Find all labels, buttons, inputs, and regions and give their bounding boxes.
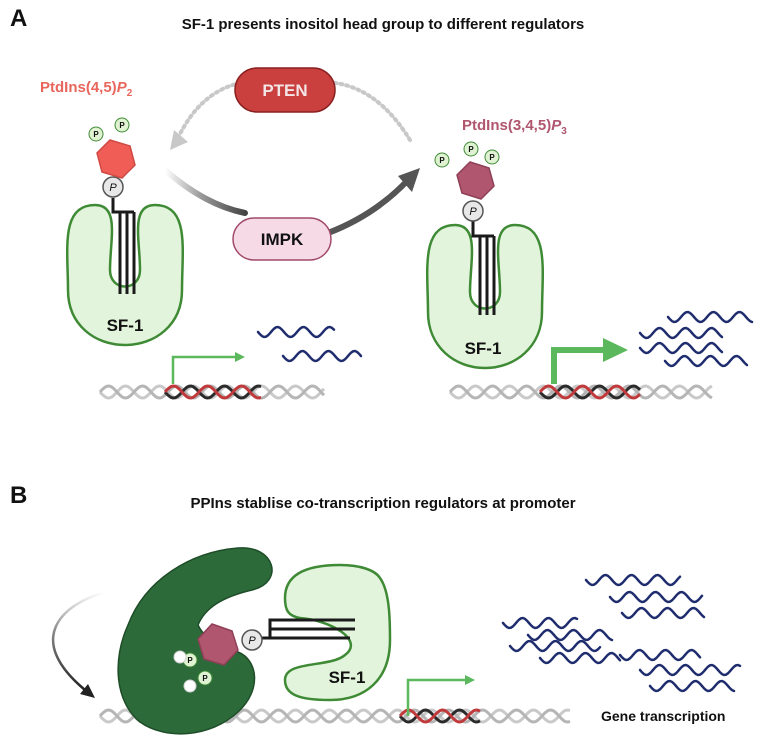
rna-wave-icon <box>501 616 579 630</box>
sf1-protein-left: SF-1 <box>65 203 185 347</box>
rna-wave-icon <box>618 648 702 662</box>
rna-wave-icon <box>256 325 336 339</box>
rna-wave-icon <box>538 651 622 665</box>
phosphate-label: P <box>248 635 256 647</box>
impk-arrow <box>162 167 420 236</box>
sf1-label-right: SF-1 <box>465 339 502 358</box>
pip3-lipid: P P P P <box>434 141 500 315</box>
inositol-head-icon <box>96 139 136 179</box>
panel-a-title: SF-1 presents inositol head group to dif… <box>182 16 585 33</box>
sf1-protein-bottom: SF-1 <box>283 563 392 702</box>
pip2-lipid: P P P <box>88 117 136 294</box>
phosphate-label: P <box>489 153 495 162</box>
rna-wave-icon <box>608 590 704 604</box>
phosphate-label: P <box>187 656 193 665</box>
recruitment-arrow <box>51 590 106 698</box>
dna-helix-right <box>448 384 713 400</box>
rna-wave-icon <box>584 573 682 587</box>
rna-wave-icon <box>638 326 724 340</box>
phosphate-label: P <box>119 121 125 130</box>
gene-transcription-label: Gene transcription <box>601 708 725 724</box>
rna-wave-icon <box>620 606 706 620</box>
rna-wave-icon <box>638 341 724 355</box>
rna-wave-icon <box>648 679 736 693</box>
dna-promoter-strand <box>163 384 262 400</box>
inositol-head-icon <box>197 623 239 666</box>
phosphate-label: P <box>93 130 99 139</box>
phosphate-label: P <box>202 674 208 683</box>
transcription-arrow-left <box>171 352 245 384</box>
dna-promoter-strand <box>538 384 642 400</box>
impk-enzyme: IMPK <box>232 217 332 261</box>
sf1-label-bottom: SF-1 <box>329 668 366 687</box>
rna-wave-icon <box>663 354 749 368</box>
phosphate-label: P <box>439 156 445 165</box>
pten-label: PTEN <box>262 81 307 100</box>
phosphate-label: P <box>109 182 117 194</box>
transcription-arrow-bottom <box>406 675 475 716</box>
rna-transcripts <box>256 310 754 693</box>
rna-wave-icon <box>508 639 602 653</box>
transcription-arrow-right <box>551 338 628 384</box>
sf1-protein-right: SF-1 <box>425 223 545 370</box>
rna-wave-icon <box>526 628 614 642</box>
impk-label: IMPK <box>261 230 304 249</box>
inositol-head-icon <box>456 161 495 200</box>
sf1-label-left: SF-1 <box>107 316 144 335</box>
rna-wave-icon <box>666 310 754 324</box>
pip3-label: PtdIns(3,4,5)P3 <box>462 117 567 137</box>
pip2-label: PtdIns(4,5)P2 <box>40 79 133 99</box>
phosphate-label: P <box>468 145 474 154</box>
dna-promoter-strand <box>398 708 481 724</box>
panel-b-title: PPIns stablise co-transcription regulato… <box>190 495 575 512</box>
panel-a-label: A <box>10 5 27 32</box>
co-regulator-protein <box>117 547 273 735</box>
pip3-lipid-bottom: P P P <box>173 618 355 693</box>
phosphate-label: P <box>469 206 477 218</box>
pten-enzyme: PTEN <box>234 67 336 113</box>
panel-b-label: B <box>10 482 27 509</box>
dna-promoter-strand <box>398 708 481 724</box>
dna-helix-left <box>98 384 326 400</box>
rna-wave-icon <box>281 349 363 363</box>
rna-wave-icon <box>638 663 742 677</box>
